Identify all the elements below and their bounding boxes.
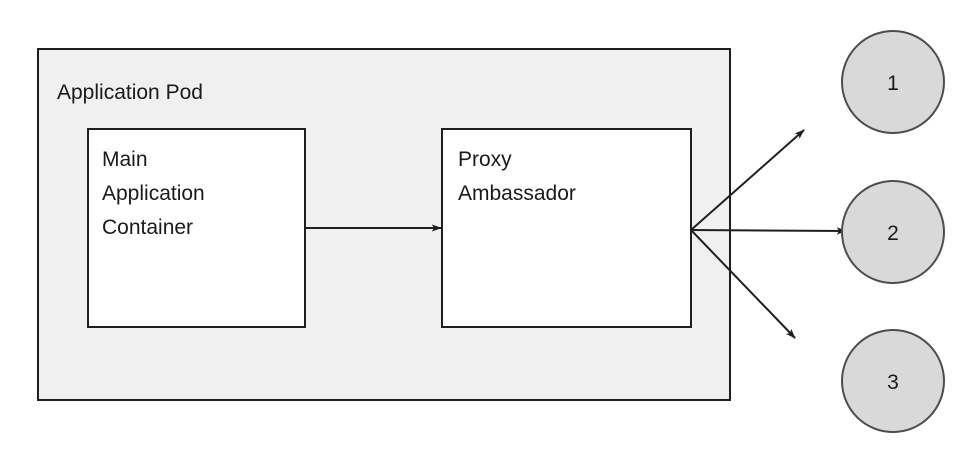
main-application-container-label-line2: Application	[102, 182, 205, 205]
connector-proxy-to-service-1	[690, 129, 805, 231]
external-service-3-node	[841, 329, 945, 433]
proxy-ambassador-container-box	[441, 128, 692, 328]
proxy-ambassador-label-line2: Ambassador	[458, 182, 576, 205]
connector-proxy-to-service-2	[690, 227, 847, 235]
external-service-2-label: 2	[887, 222, 899, 245]
main-application-container-label-line3: Container	[102, 216, 193, 239]
external-service-3-label: 3	[887, 371, 899, 394]
proxy-ambassador-label-line1: Proxy	[458, 148, 512, 171]
external-service-1-label: 1	[887, 72, 899, 95]
application-pod-label: Application Pod	[57, 81, 203, 104]
main-application-container-label-line1: Main	[102, 148, 148, 171]
main-application-container-box	[87, 128, 306, 328]
external-service-2-node	[841, 180, 945, 284]
external-service-1-node	[841, 30, 945, 134]
connector-proxy-to-service-3	[690, 229, 796, 339]
